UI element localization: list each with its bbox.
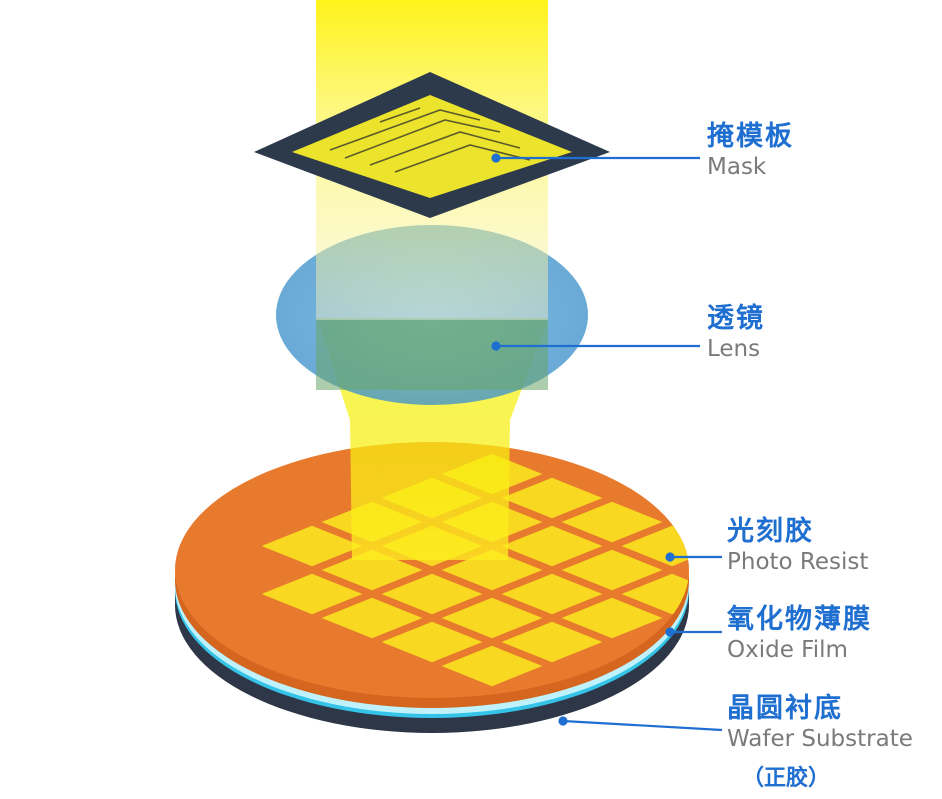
substrate-marker [558,716,568,726]
mask-marker [491,153,501,163]
substrate-leader-line [562,719,723,732]
resist-label: 光刻胶 Photo Resist [727,516,869,576]
exposed-die [261,525,363,567]
exposed-die [381,621,483,663]
substrate-label: 晶圆衬底 Wafer Substrate [727,693,913,753]
mask-plate [254,72,610,218]
resist-label-en: Photo Resist [727,549,869,575]
exposed-die [441,645,543,687]
exposed-die [561,501,663,543]
exposed-die-grid [261,453,689,687]
exposed-die [501,621,603,663]
oxide-label-en: Oxide Film [727,637,848,663]
exposed-die [261,573,363,615]
oxide-label: 氧化物薄膜 Oxide Film [727,604,872,664]
oxide-marker [665,627,675,637]
exposed-die [501,573,603,615]
exposed-die [621,525,689,567]
lens-marker [491,341,501,351]
exposed-die [561,549,663,591]
exposed-die [501,525,603,567]
mask-label: 掩模板 Mask [707,121,794,181]
resist-marker [665,552,675,562]
exposed-die [621,573,689,615]
exposed-die [441,597,543,639]
oxide-label-zh: 氧化物薄膜 [727,604,872,635]
mask-label-zh: 掩模板 [707,121,794,152]
substrate-label-en: Wafer Substrate [727,726,913,752]
lens-label-zh: 透镜 [707,303,765,334]
mask-label-en: Mask [707,154,767,180]
substrate-label-zh: 晶圆衬底 [727,693,843,724]
exposed-die [561,597,663,639]
lens-label: 透镜 Lens [707,303,765,363]
positive-resist-note: （正胶） [742,766,831,791]
exposed-die [321,597,423,639]
lens-label-en: Lens [707,336,761,362]
exposed-die [381,573,483,615]
exposed-die [501,477,603,519]
resist-label-zh: 光刻胶 [727,516,814,547]
